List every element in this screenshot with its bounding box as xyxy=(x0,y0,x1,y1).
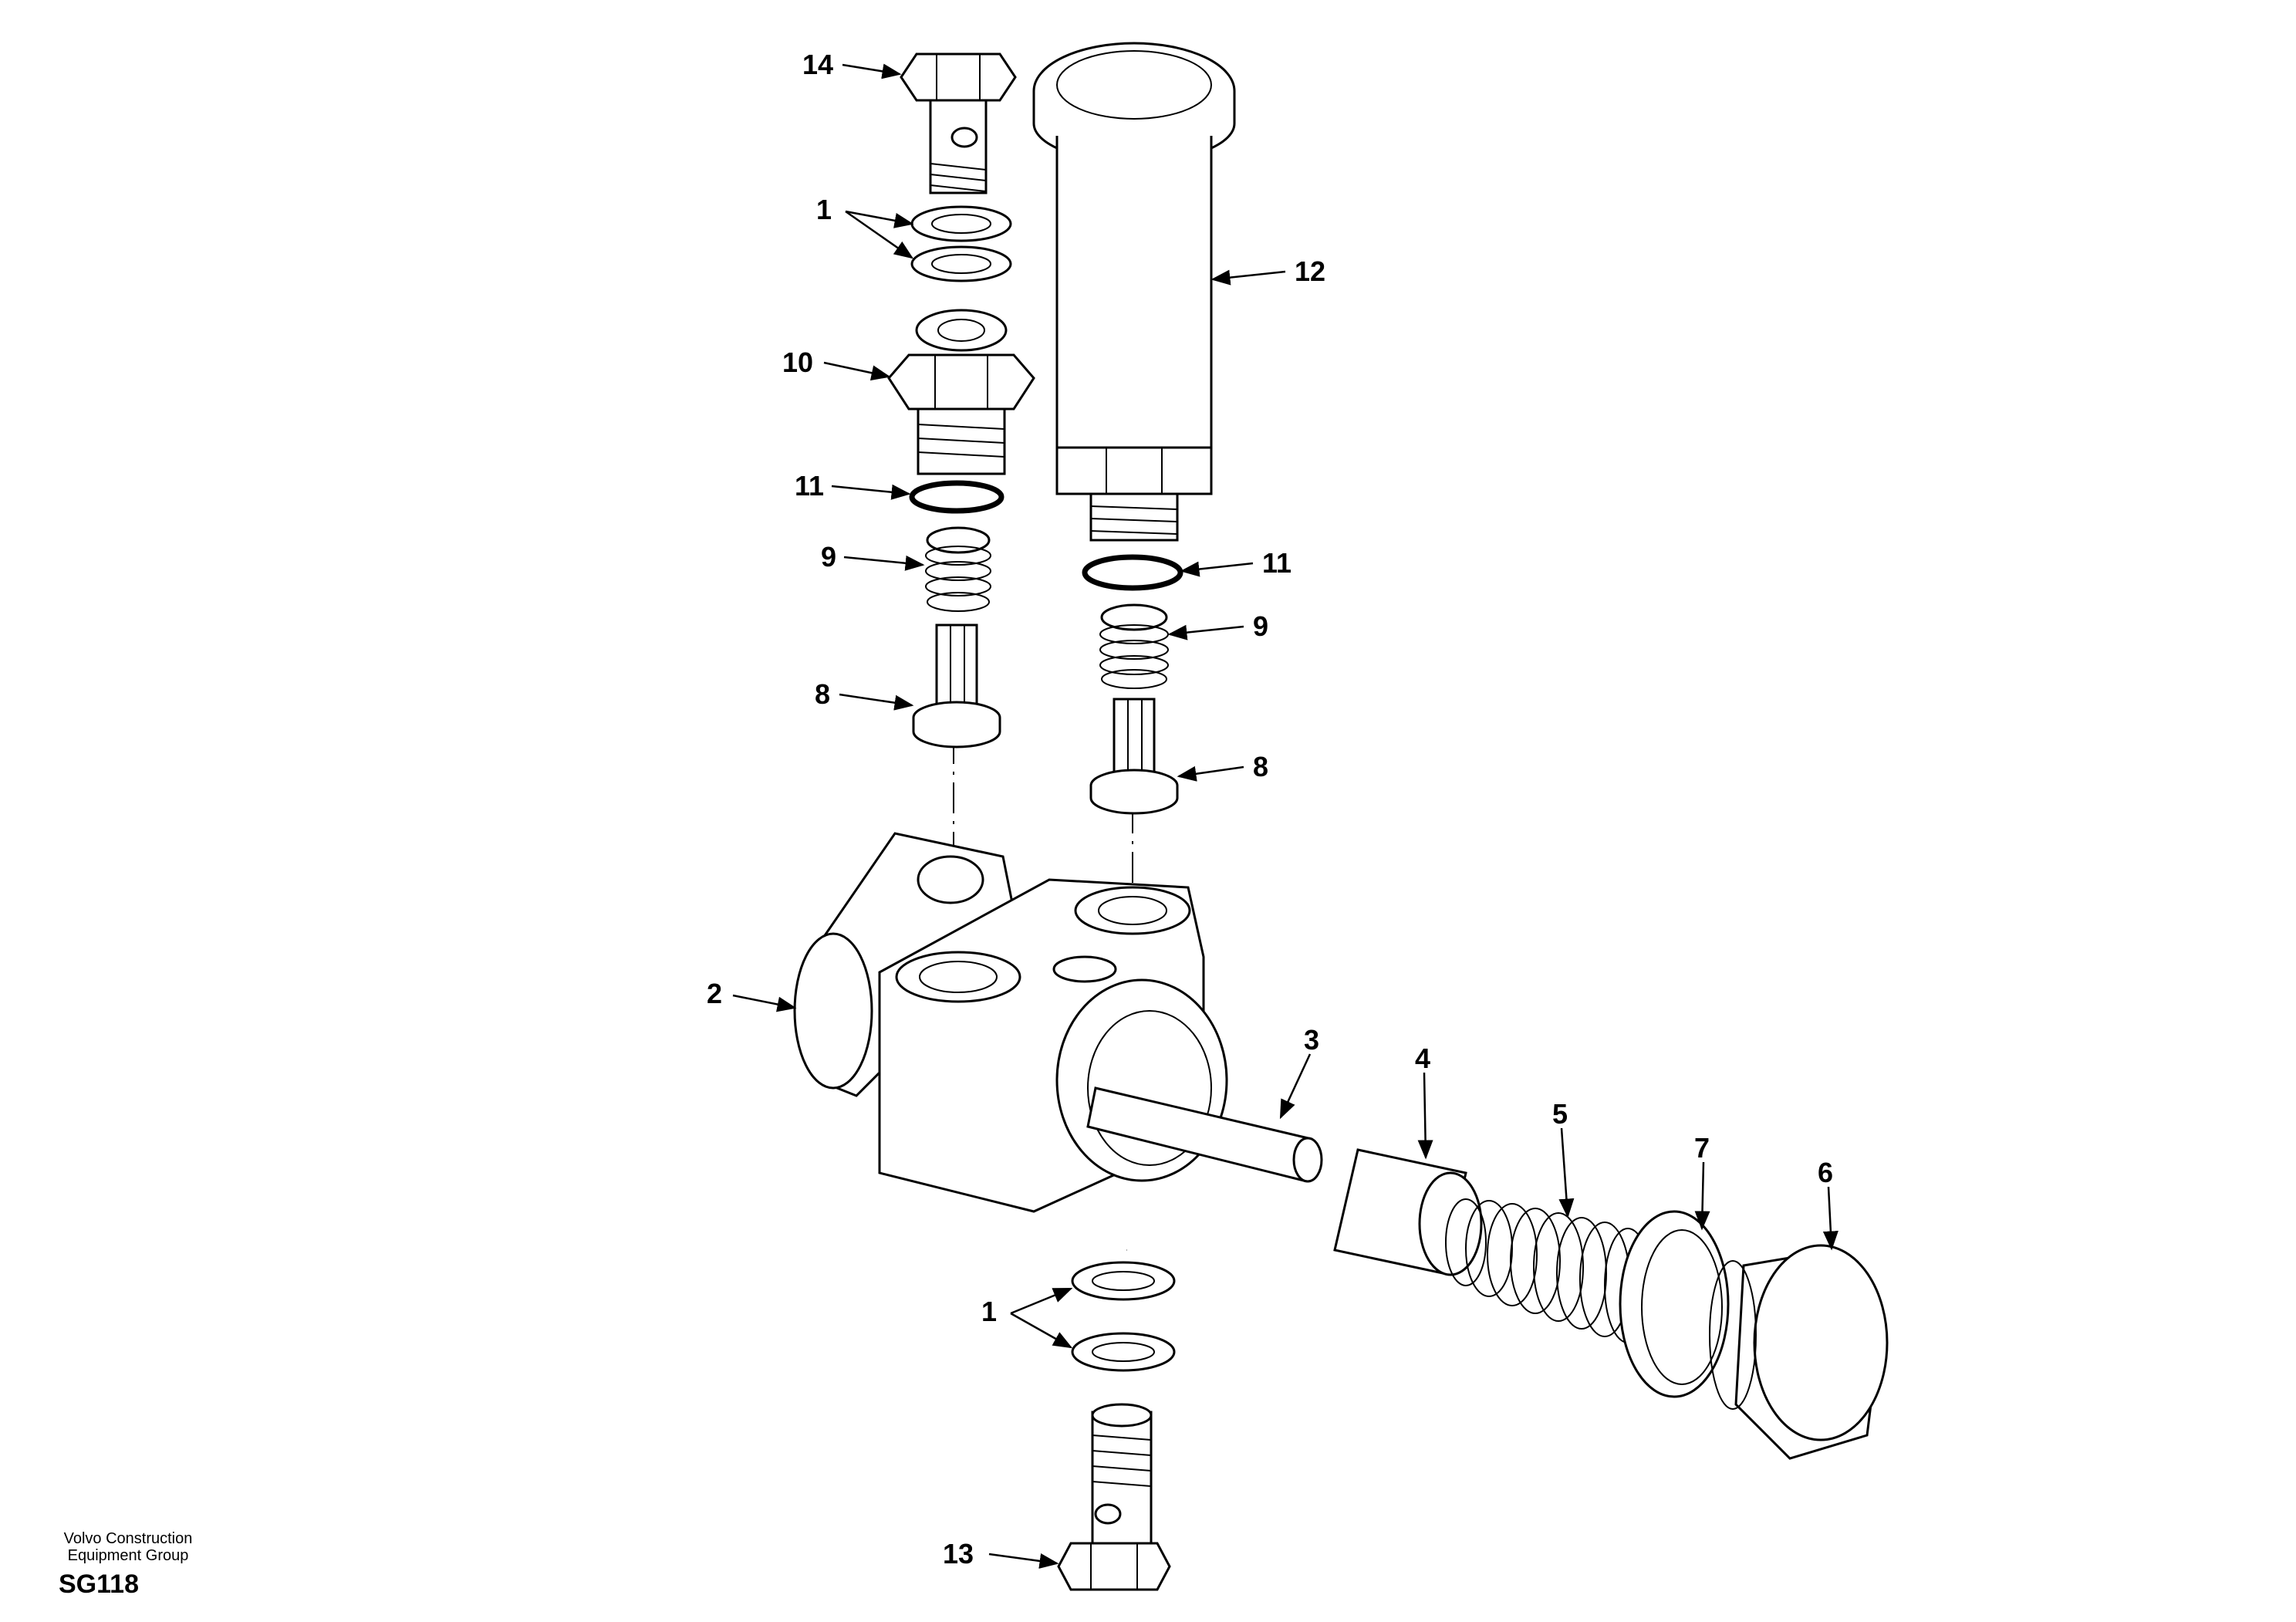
footer: Volvo Construction Equipment Group SG118 xyxy=(59,1530,192,1599)
callout-5: 5 xyxy=(1552,1098,1568,1130)
callout-2: 2 xyxy=(707,978,722,1009)
part-2-pump-body xyxy=(793,832,1228,1213)
leader-lines xyxy=(732,63,1838,1569)
callout-9-right: 9 xyxy=(1253,610,1268,642)
part-1-washers-bottom xyxy=(1071,1261,1176,1372)
callout-8-left: 8 xyxy=(815,678,830,710)
callout-6: 6 xyxy=(1818,1157,1833,1188)
part-10-valve-housing xyxy=(887,309,1035,475)
callout-9-left: 9 xyxy=(821,541,836,573)
part-3-pin xyxy=(1086,1086,1323,1183)
callout-8-right: 8 xyxy=(1253,751,1268,782)
callout-14: 14 xyxy=(802,49,833,80)
callout-12: 12 xyxy=(1295,255,1325,287)
callout-11-right: 11 xyxy=(1262,547,1292,579)
part-9-spring-left xyxy=(925,526,991,612)
callout-1-top: 1 xyxy=(816,194,832,225)
footer-company-line1: Volvo Construction xyxy=(64,1530,193,1547)
part-4-sleeve xyxy=(1333,1148,1483,1276)
callout-10: 10 xyxy=(782,346,813,378)
callout-labels: 14 1 10 11 9 8 12 11 9 8 2 3 4 5 7 6 1 1… xyxy=(707,49,1833,1570)
callout-13: 13 xyxy=(943,1538,974,1570)
part-11-oring-right xyxy=(1082,554,1183,591)
footer-company-line2: Equipment Group xyxy=(68,1547,189,1564)
part-8-valve-right xyxy=(1089,698,1179,815)
part-1-washers-top xyxy=(910,205,1012,282)
callout-1-bottom: 1 xyxy=(981,1296,997,1327)
footer-code: SG118 xyxy=(59,1570,139,1599)
part-11-oring-left xyxy=(909,480,1004,514)
part-13-banjo-bolt xyxy=(1057,1403,1171,1591)
part-7-seal-ring xyxy=(1619,1210,1730,1398)
part-5-spring xyxy=(1445,1198,1652,1343)
callout-7: 7 xyxy=(1694,1132,1710,1164)
part-14-banjo-bolt xyxy=(900,52,1017,194)
part-6-plug xyxy=(1709,1244,1889,1460)
callout-3: 3 xyxy=(1304,1024,1319,1056)
callout-4: 4 xyxy=(1415,1042,1430,1074)
part-12-hand-primer xyxy=(1032,42,1236,542)
callout-11-left: 11 xyxy=(795,470,824,502)
part-9-spring-right xyxy=(1099,603,1169,689)
part-8-valve-left xyxy=(912,623,1001,748)
